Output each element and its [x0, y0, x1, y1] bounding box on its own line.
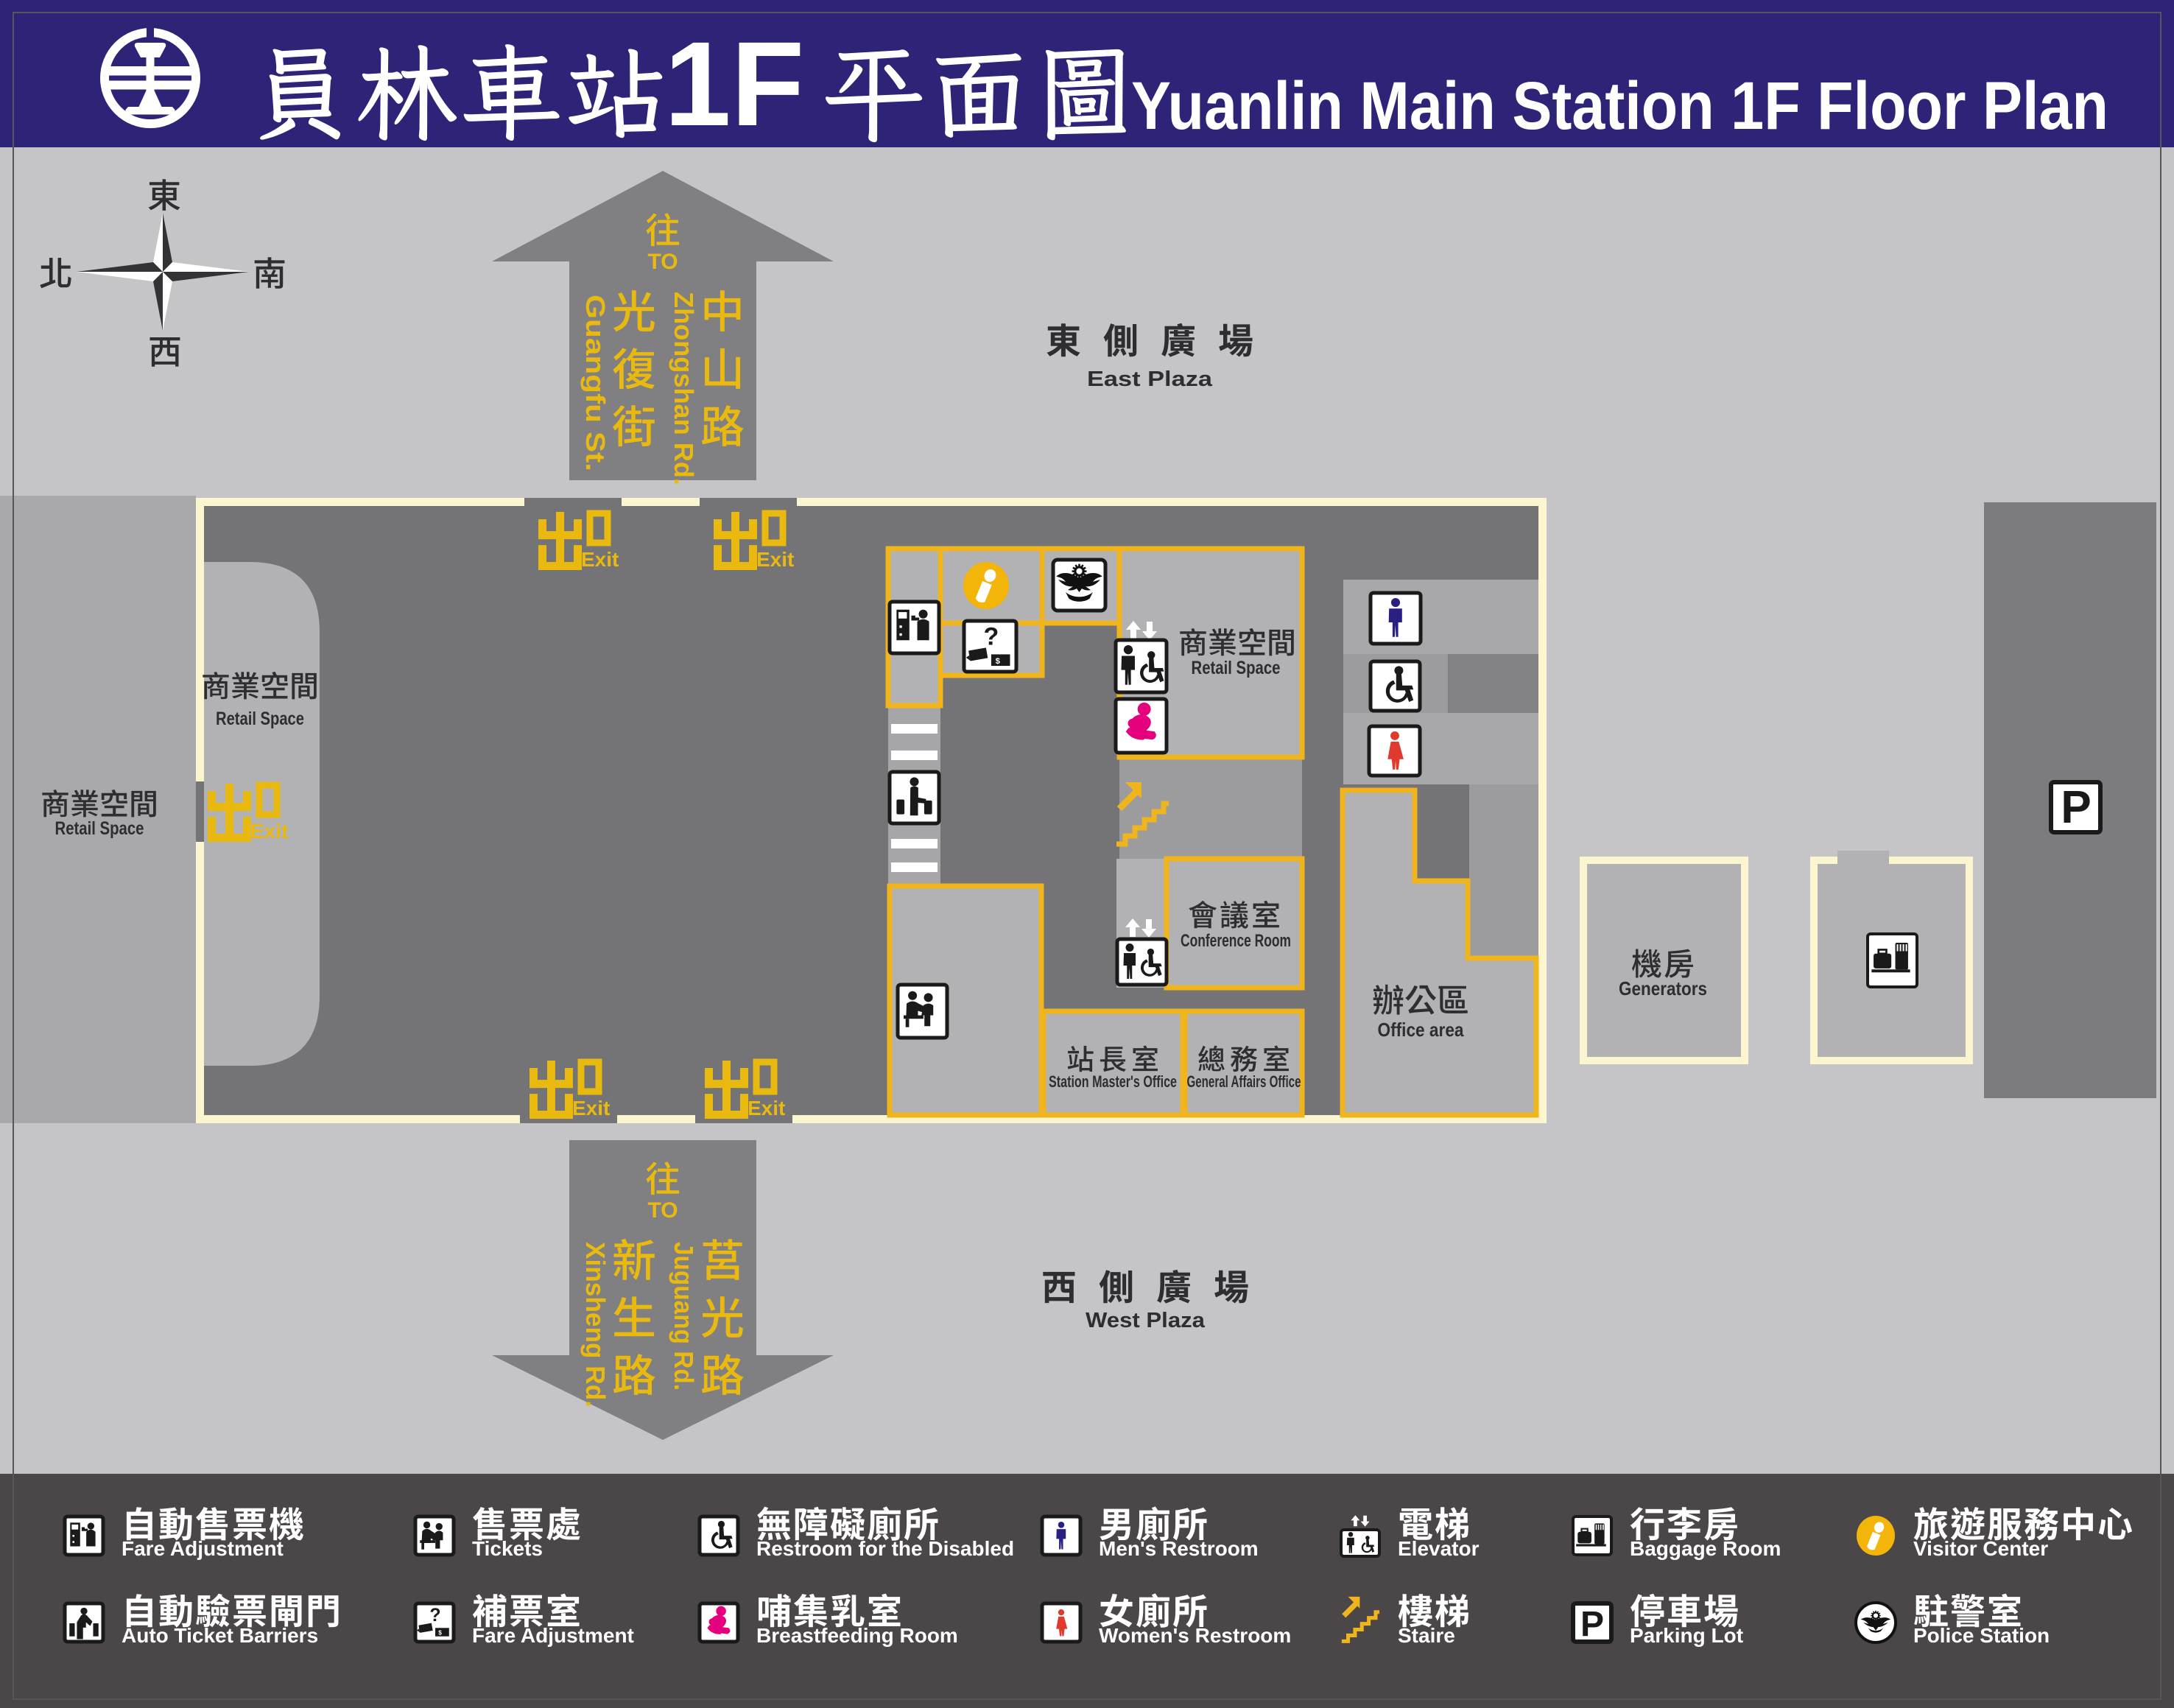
svg-text:Generators: Generators: [1619, 977, 1707, 999]
svg-text:Exit: Exit: [572, 1097, 610, 1120]
svg-text:General Affairs Office: General Affairs Office: [1187, 1072, 1301, 1091]
svg-text:East Plaza: East Plaza: [1087, 368, 1213, 391]
svg-text:Juguang Rd.: Juguang Rd.: [669, 1242, 699, 1391]
svg-text:Exit: Exit: [581, 548, 619, 571]
svg-text:Visitor Center: Visitor Center: [1913, 1537, 2048, 1560]
svg-text:$: $: [438, 1629, 442, 1637]
svg-text:Retail Space: Retail Space: [216, 709, 304, 729]
svg-text:TO: TO: [647, 1198, 678, 1223]
svg-text:Station Master's Office: Station Master's Office: [1049, 1072, 1177, 1091]
svg-text:Yuanlin Main Station 1F Floor: Yuanlin Main Station 1F Floor Plan: [1131, 68, 2108, 144]
svg-text:Auto Ticket Barriers: Auto Ticket Barriers: [122, 1624, 318, 1647]
svg-text:Exit: Exit: [747, 1097, 785, 1120]
svg-text:Fare Adjustment: Fare Adjustment: [472, 1624, 634, 1647]
svg-text:P: P: [2061, 782, 2091, 833]
svg-text:Police Station: Police Station: [1913, 1624, 2050, 1647]
svg-text:Office area: Office area: [1378, 1019, 1464, 1041]
svg-text:1F: 1F: [664, 16, 804, 151]
svg-text:Zhongshan Rd.: Zhongshan Rd.: [669, 292, 699, 485]
svg-text:?: ?: [984, 623, 999, 651]
svg-text:Breastfeeding Room: Breastfeeding Room: [756, 1624, 958, 1647]
svg-text:Fare Adjustment: Fare Adjustment: [122, 1537, 284, 1560]
svg-text:Tickets: Tickets: [472, 1537, 543, 1560]
svg-text:TO: TO: [647, 250, 678, 274]
svg-text:Staire: Staire: [1398, 1624, 1455, 1647]
svg-text:Men's Restroom: Men's Restroom: [1099, 1537, 1259, 1560]
svg-text:$: $: [996, 657, 1001, 666]
svg-text:Guangfu St.: Guangfu St.: [580, 295, 611, 471]
svg-text:Restroom for the Disabled: Restroom for the Disabled: [756, 1537, 1014, 1560]
svg-text:West Plaza: West Plaza: [1086, 1309, 1206, 1332]
svg-text:Exit: Exit: [250, 820, 288, 843]
svg-text:Xinsheng Rd.: Xinsheng Rd.: [580, 1242, 611, 1407]
svg-text:Conference Room: Conference Room: [1181, 931, 1291, 951]
svg-text:Retail Space: Retail Space: [55, 818, 144, 839]
svg-text:Elevator: Elevator: [1398, 1537, 1480, 1560]
svg-text:Parking Lot: Parking Lot: [1630, 1624, 1743, 1647]
svg-text:P: P: [1580, 1605, 1604, 1644]
svg-text:Exit: Exit: [756, 548, 794, 571]
svg-text:?: ?: [429, 1605, 440, 1626]
svg-text:Baggage Room: Baggage Room: [1630, 1537, 1781, 1560]
svg-text:Women's Restroom: Women's Restroom: [1099, 1624, 1291, 1647]
svg-text:Retail Space: Retail Space: [1192, 658, 1281, 678]
